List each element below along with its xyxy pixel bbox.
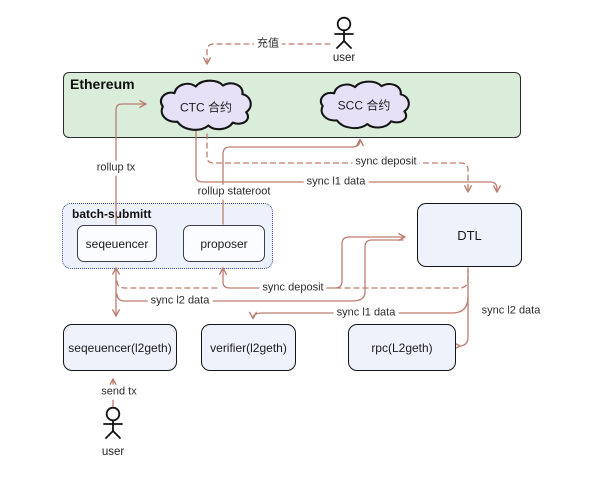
user-top-icon (334, 16, 354, 49)
edge-label-sync-l1-top: sync l1 data (303, 174, 369, 190)
edge-deposit-cn (203, 43, 331, 65)
edge-label-rollup-tx: rollup tx (93, 160, 139, 176)
edge-label-sync-l1-bottom: sync l1 data (333, 305, 399, 321)
sequencer-node: seqeuencer (77, 225, 157, 262)
edge-sync-deposit-mid (219, 233, 406, 289)
l2geth-rpc-node: rpc(L2geth) (348, 324, 456, 371)
edge-label-send-tx: send tx (98, 384, 140, 400)
edge-sync-deposit-top (206, 133, 472, 193)
ctc-cloud (159, 79, 252, 131)
scc-cloud-label: SCC 合约 (337, 98, 391, 113)
edge-sync-l2-right (453, 267, 469, 350)
proposer-node: proposer (183, 225, 265, 262)
edge-rollup-tx (115, 100, 147, 225)
edge-sync-deposit-mid-dash-left (116, 280, 221, 289)
batch-submit-title: batch-submitt (72, 207, 152, 221)
l2geth-verifier-node: verifier(l2geth) (201, 324, 296, 371)
user-bottom-icon (103, 406, 123, 439)
user-bottom-label: user (101, 446, 125, 458)
edge-sync-l1-bottom (249, 296, 469, 320)
edge-sync-deposit-mid-dash-right (335, 269, 469, 289)
ctc-cloud-label: CTC 合约 (180, 100, 232, 115)
edge-label-sync-l2-right: sync l2 data (478, 303, 544, 319)
edge-label-sync-l2-mid: sync l2 data (147, 293, 213, 309)
l2geth-sequencer-node: seqeuencer(l2geth) (63, 324, 177, 371)
edge-label-sync-deposit-mid: sync deposit (259, 280, 327, 296)
edge-label-rollup-stateroot: rollup stateroot (194, 184, 274, 200)
edge-label-deposit-cn: 充值 (254, 36, 282, 52)
ethereum-title: Ethereum (70, 76, 135, 92)
edge-label-sync-deposit-top: sync deposit (352, 154, 420, 170)
user-top-label: user (332, 52, 356, 64)
scc-cloud (319, 80, 410, 129)
dtl-node: DTL (417, 203, 522, 267)
edge-rollup-stateroot (222, 138, 364, 225)
